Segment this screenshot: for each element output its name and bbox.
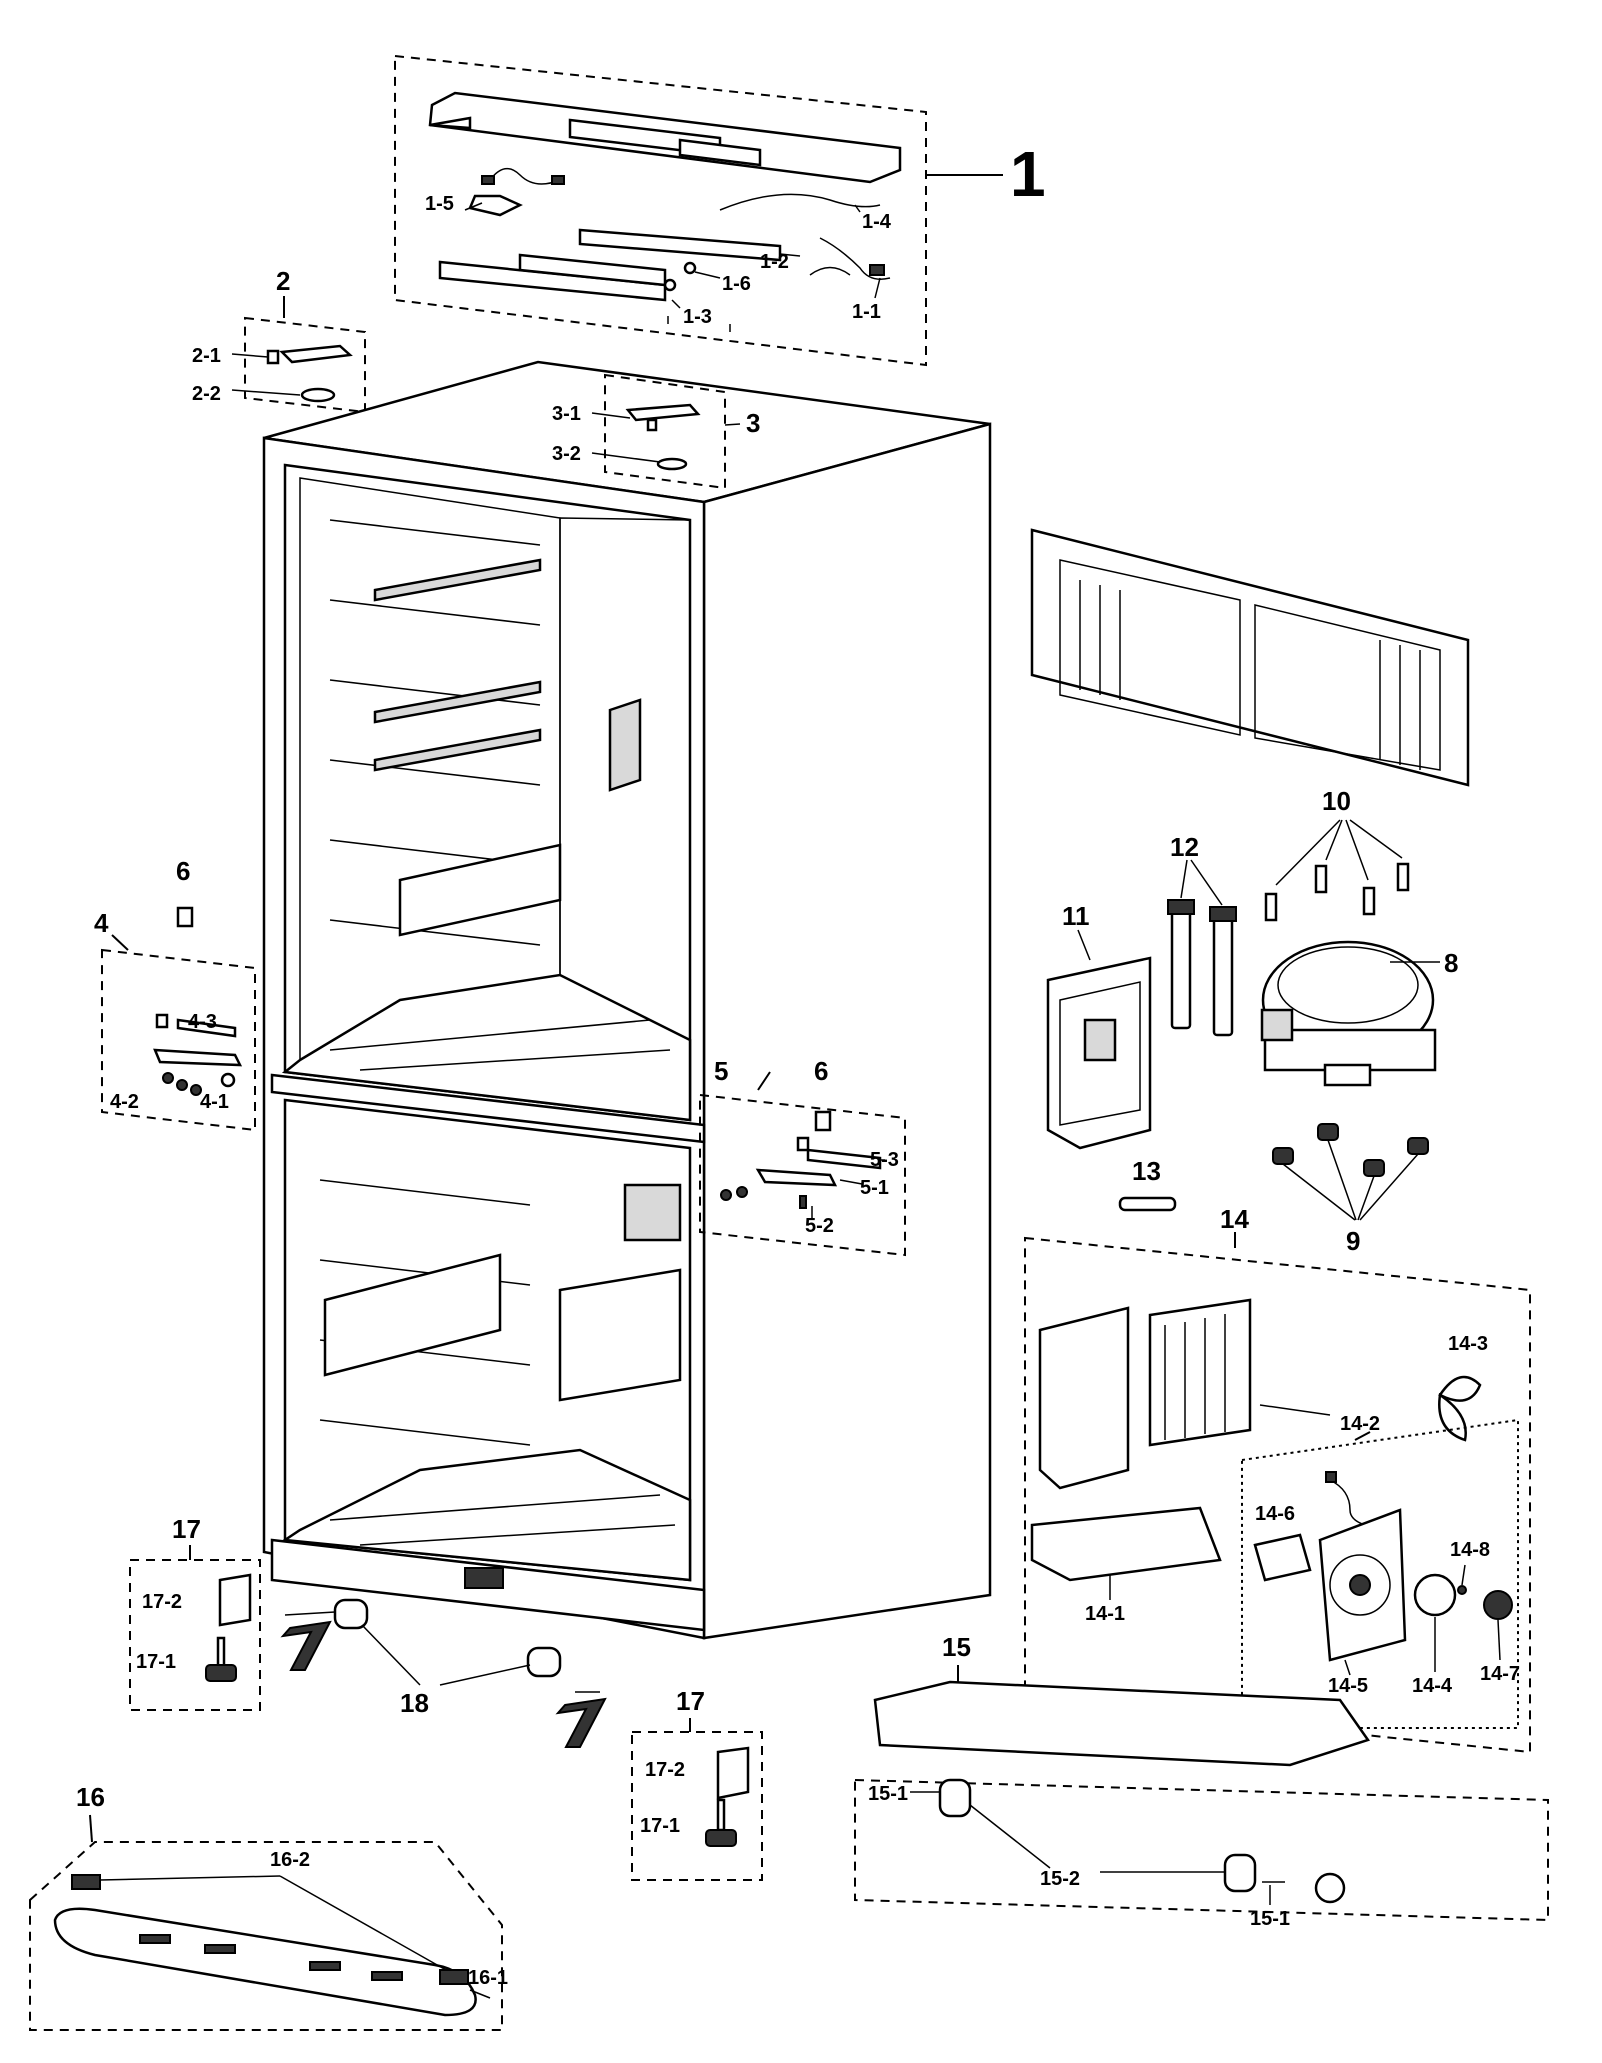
group-16-base-grille: [29, 1814, 503, 2031]
label-1-3: 1-3: [683, 306, 712, 328]
label-2: 2: [276, 266, 290, 296]
label-15-1-right: 15-1: [1250, 1908, 1290, 1930]
label-17-right: 17: [676, 1686, 705, 1716]
label-9: 9: [1346, 1226, 1360, 1256]
label-11: 11: [1062, 901, 1090, 931]
part-13-sensor: [1118, 1196, 1177, 1212]
label-6-right: 6: [814, 1056, 828, 1086]
label-17-2-right: 17-2: [645, 1759, 685, 1781]
group-5-center-hinge: [699, 1071, 906, 1257]
label-1-5: 1-5: [425, 193, 454, 215]
group-1-top-cover: [394, 54, 1003, 367]
part-6-caps: [176, 906, 832, 1132]
label-5-1: 5-1: [860, 1177, 889, 1199]
label-1-6: 1-6: [722, 273, 751, 295]
label-14-1: 14-1: [1085, 1603, 1125, 1625]
refrigerator-cabinet: [262, 360, 992, 1640]
label-5-3: 5-3: [870, 1149, 899, 1171]
label-17-1-left: 17-1: [136, 1651, 176, 1673]
part-18-front-rollers: [280, 1598, 607, 1748]
label-15: 15: [942, 1632, 971, 1662]
label-4-2: 4-2: [110, 1091, 139, 1113]
label-5-2: 5-2: [805, 1215, 834, 1237]
label-4-1: 4-1: [200, 1091, 229, 1113]
group-14-evaporator-assembly: [1024, 1232, 1531, 1754]
label-8: 8: [1444, 948, 1458, 978]
group-8-compressor: [1260, 819, 1440, 1221]
label-3: 3: [746, 408, 760, 438]
label-14-2: 14-2: [1340, 1413, 1380, 1435]
rear-cover-panel: [1030, 528, 1470, 787]
label-4: 4: [94, 908, 109, 938]
label-12: 12: [1170, 832, 1199, 862]
label-17-left: 17: [172, 1514, 201, 1544]
label-2-1: 2-1: [192, 345, 221, 367]
label-15-1-left: 15-1: [868, 1783, 908, 1805]
label-10: 10: [1322, 786, 1351, 816]
label-16-2: 16-2: [270, 1849, 310, 1871]
label-1-2: 1-2: [760, 251, 789, 273]
group-2-top-hinge: [231, 296, 366, 414]
label-14-6: 14-6: [1255, 1503, 1295, 1525]
label-15-2: 15-2: [1040, 1868, 1080, 1890]
label-4-3: 4-3: [188, 1011, 217, 1033]
label-1-4: 1-4: [862, 211, 892, 233]
label-13: 13: [1132, 1156, 1161, 1186]
callout-labels: 1 1-1 1-2 1-3 1-4 1-5 1-6 2 2-1 2-2 3 3-…: [76, 138, 1520, 1989]
part-11-control-box: [1046, 929, 1152, 1150]
group-17-right-leveling-leg: [631, 1718, 763, 1881]
label-2-2: 2-2: [192, 383, 221, 405]
label-3-2: 3-2: [552, 443, 581, 465]
label-14: 14: [1220, 1204, 1249, 1234]
label-1-1: 1-1: [852, 301, 881, 323]
label-17-1-right: 17-1: [640, 1815, 680, 1837]
label-6-left: 6: [176, 856, 190, 886]
label-14-4: 14-4: [1412, 1675, 1453, 1697]
label-17-2-left: 17-2: [142, 1591, 182, 1613]
label-18: 18: [400, 1688, 429, 1718]
part-12-tubes: [1167, 859, 1237, 1037]
label-16: 16: [76, 1782, 105, 1812]
label-14-3: 14-3: [1448, 1333, 1488, 1355]
label-3-1: 3-1: [552, 403, 581, 425]
group-15-base-plate: [854, 1665, 1549, 1922]
group-4-center-hinge: [101, 934, 256, 1132]
group-17-left-leveling-leg: [129, 1545, 261, 1711]
label-14-5: 14-5: [1328, 1675, 1368, 1697]
label-14-8: 14-8: [1450, 1539, 1490, 1561]
label-14-7: 14-7: [1480, 1663, 1520, 1685]
label-1: 1: [1010, 138, 1046, 210]
label-5: 5: [714, 1056, 728, 1086]
label-16-1: 16-1: [468, 1967, 508, 1989]
